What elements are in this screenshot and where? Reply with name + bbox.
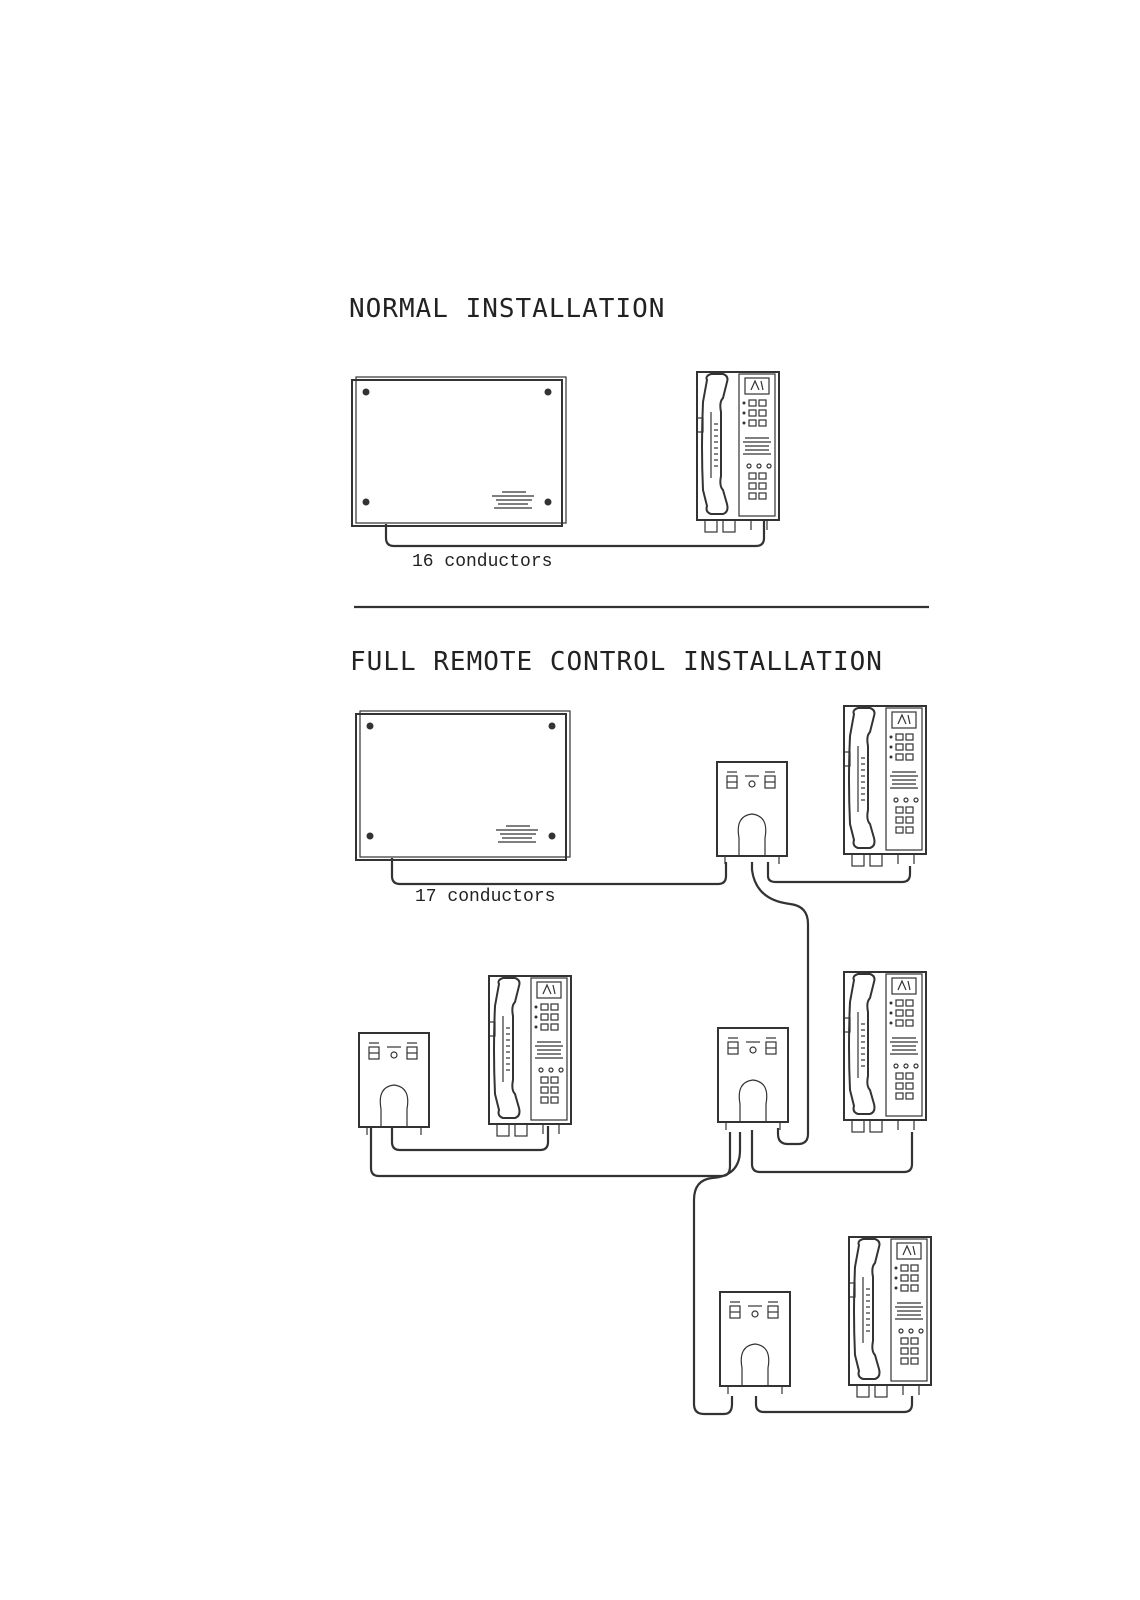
wall-telephone-icon [843, 705, 927, 867]
remote-cable-network [369, 858, 914, 1416]
normal-conductor-cable [384, 520, 766, 548]
wall-telephone-icon [488, 975, 572, 1137]
full-remote-installation-heading: FULL REMOTE CONTROL INSTALLATION [350, 647, 883, 677]
normal-conductors-label: 16 conductors [412, 552, 552, 572]
normal-installation-heading: NORMAL INSTALLATION [349, 294, 665, 324]
junction-box-icon [717, 1027, 789, 1131]
junction-box-icon [358, 1032, 430, 1136]
junction-box-icon [719, 1291, 791, 1395]
junction-box-icon [716, 761, 788, 865]
control-unit-cabinet-icon [351, 376, 567, 527]
control-unit-cabinet-icon [355, 710, 571, 861]
wall-telephone-icon [696, 371, 780, 533]
wall-telephone-icon [848, 1236, 932, 1398]
wall-telephone-icon [843, 971, 927, 1133]
remote-conductors-label: 17 conductors [415, 887, 555, 907]
